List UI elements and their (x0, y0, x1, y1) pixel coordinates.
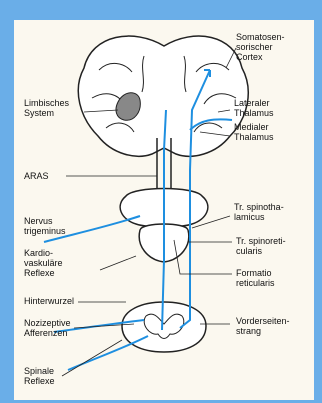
label-somatosensorischer-cortex: Somatosen- sorischer Cortex (236, 32, 285, 62)
label-tr-spinoreticularis: Tr. spinoreti- cularis (236, 236, 286, 256)
label-kardiovaskulaere-reflexe: Kardio- vaskuläre Reflexe (24, 248, 63, 278)
label-hinterwurzel: Hinterwurzel (24, 296, 74, 306)
label-vorderseitenstrang: Vorderseiten- strang (236, 316, 290, 336)
label-lateraler-thalamus: Lateraler Thalamus (234, 98, 274, 118)
label-nervus-trigeminus: Nervus trigeminus (24, 216, 66, 236)
label-nozizeptive-afferenzen: Nozizeptive Afferenzen (24, 318, 71, 338)
label-formatio-reticularis: Formatio reticularis (236, 268, 275, 288)
diagram-panel: Somatosen- sorischer Cortex Limbisches S… (14, 20, 314, 400)
label-aras: ARAS (24, 171, 49, 181)
label-medialer-thalamus: Medialer Thalamus (234, 122, 274, 142)
brain-outline (78, 36, 248, 156)
spinal-cord-outline (122, 302, 206, 352)
label-tr-spinothalamicus: Tr. spinotha- lamicus (234, 202, 284, 222)
label-spinale-reflexe: Spinale Reflexe (24, 366, 55, 386)
label-limbisches-system: Limbisches System (24, 98, 69, 118)
